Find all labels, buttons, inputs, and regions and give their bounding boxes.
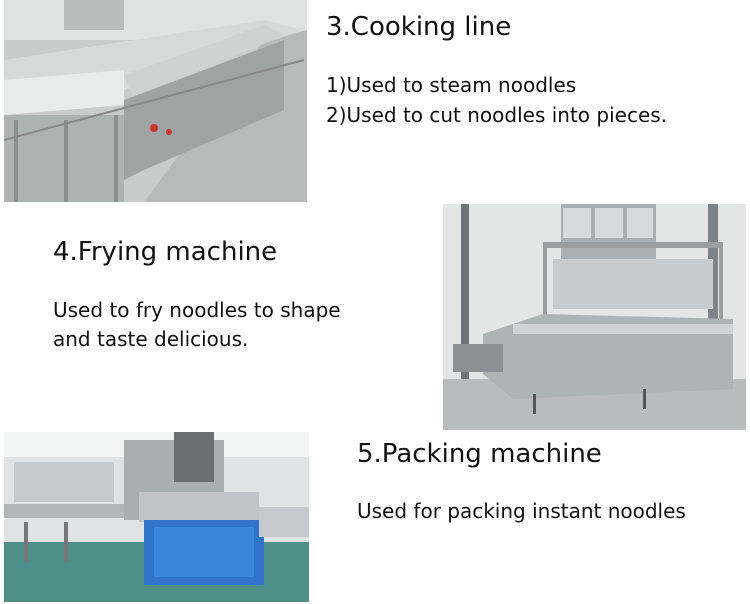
frying-machine-text-2: and taste delicious. xyxy=(53,327,249,351)
frying-machine-text-1: Used to fry noodles to shape xyxy=(53,298,341,322)
frying-machine-heading: 4.Frying machine xyxy=(53,237,278,267)
packing-machine-heading: 5.Packing machine xyxy=(357,439,602,469)
cooking-line-text-1: 1)Used to steam noodles xyxy=(326,73,577,97)
cooking-line-text-2: 2)Used to cut noodles into pieces. xyxy=(326,103,668,127)
cooking-line-photo xyxy=(4,0,307,202)
frying-machine-photo xyxy=(443,204,746,430)
cooking-line-heading: 3.Cooking line xyxy=(326,12,512,42)
packing-machine-text-1: Used for packing instant noodles xyxy=(357,499,686,523)
packing-machine-photo xyxy=(4,432,309,602)
